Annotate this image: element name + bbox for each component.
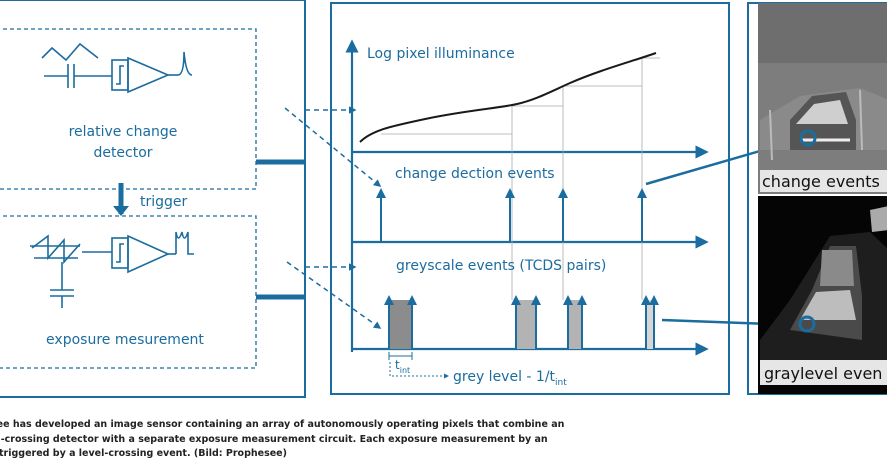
- tint-bracket: [388, 352, 413, 360]
- greyscale-events-label: greyscale events (TCDS pairs): [396, 258, 606, 274]
- tcds-pair-bar: [516, 300, 536, 349]
- tcds-pair-bar: [646, 300, 654, 349]
- detector-label-line1: relative change: [69, 124, 178, 140]
- left-panel-frame: [0, 0, 306, 398]
- change-events-label: change events: [762, 172, 880, 191]
- grey-level-pointer: [389, 362, 449, 379]
- change-events-label: change dection events: [395, 166, 555, 182]
- tint-label: tint: [395, 358, 410, 375]
- caption-line-3: triggered by a level-crossing event. (Bi…: [0, 448, 287, 459]
- exposure-circuit-icon: [30, 231, 194, 308]
- graylevel-events-caption-bg: [760, 360, 887, 385]
- change-events-image: [758, 3, 887, 194]
- right-panel: change events graylevel even: [747, 2, 887, 395]
- tcds-pair-bar: [568, 300, 582, 349]
- detector-label-line2: detector: [93, 145, 152, 161]
- figure-caption: see has developed an image sensor contai…: [0, 418, 887, 462]
- guide-arrows: [284, 106, 382, 329]
- illuminance-label: Log pixel illuminance: [367, 46, 515, 62]
- exposure-box: [0, 215, 257, 369]
- exposure-label: exposure mesurement: [46, 332, 204, 348]
- change-event-arrows: [376, 188, 647, 242]
- tcds-pairs: [389, 300, 654, 349]
- center-panel-frame: [330, 2, 730, 395]
- detector-box: [0, 28, 257, 190]
- tcds-pair-bar: [389, 300, 412, 349]
- caption-line-2: el-crossing detector with a separate exp…: [0, 433, 548, 445]
- trigger-arrow-head: [113, 206, 129, 216]
- trigger-label: trigger: [140, 194, 188, 210]
- graylevel-events-label: graylevel even: [764, 364, 882, 383]
- detector-circuit-icon: [41, 42, 193, 94]
- grey-level-label: grey level - 1/tint: [453, 369, 567, 388]
- caption-line-1: see has developed an image sensor contai…: [0, 419, 565, 430]
- tcds-arrows: [384, 295, 659, 349]
- left-panel: relative change detector trigger exposur…: [0, 0, 306, 398]
- center-panel: Log pixel illuminance change dection eve…: [330, 2, 730, 395]
- illuminance-curve: [359, 52, 657, 143]
- change-events-caption-bg: [760, 170, 887, 192]
